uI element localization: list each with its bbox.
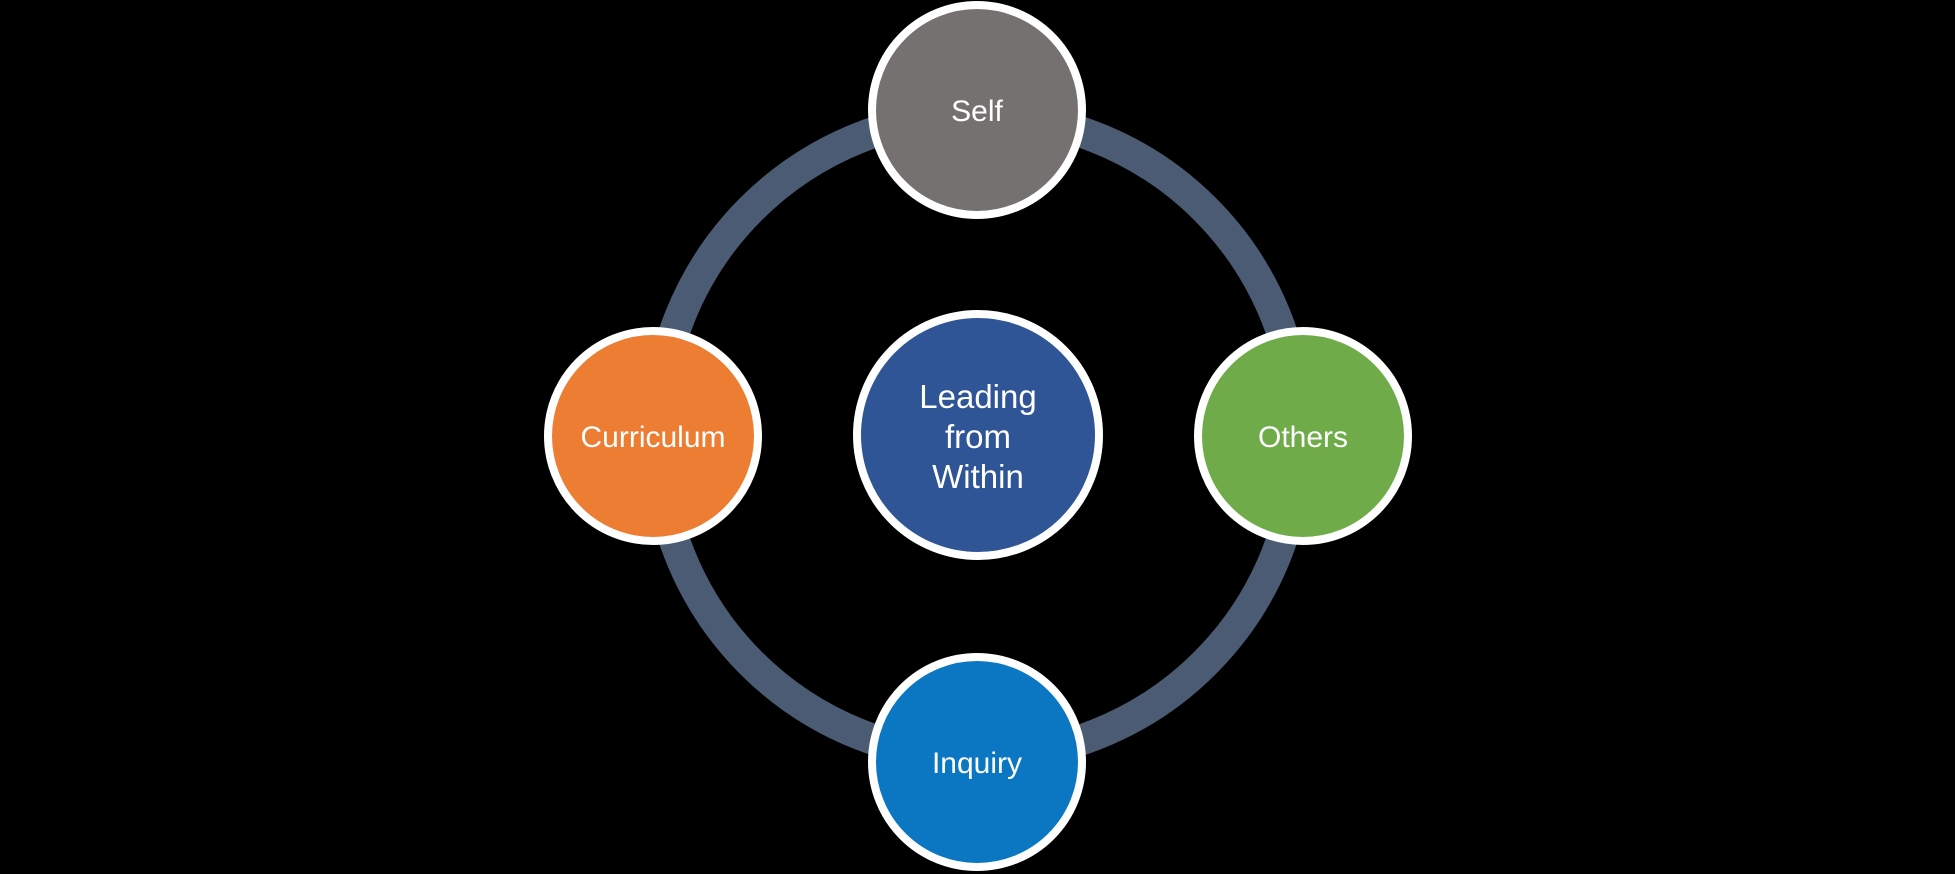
node-curriculum: Curriculum bbox=[544, 327, 762, 545]
node-inquiry: Inquiry bbox=[868, 653, 1086, 871]
hub-label-line-2: from bbox=[945, 418, 1011, 455]
node-curriculum-circle bbox=[544, 327, 762, 545]
node-others-circle bbox=[1194, 327, 1412, 545]
hub-label-line-1: Leading bbox=[919, 378, 1036, 415]
node-inquiry-circle bbox=[868, 653, 1086, 871]
node-inquiry-label: Inquiry bbox=[932, 747, 1022, 780]
node-self-label: Self bbox=[951, 95, 1003, 128]
node-self: Self bbox=[868, 1, 1086, 219]
hub-label-line-3: Within bbox=[932, 458, 1024, 495]
node-self-circle bbox=[868, 1, 1086, 219]
hub-circle bbox=[853, 310, 1103, 560]
hub-node: Leading from Within bbox=[853, 310, 1103, 560]
node-others-label: Others bbox=[1258, 421, 1348, 454]
node-curriculum-label: Curriculum bbox=[580, 421, 725, 454]
node-others: Others bbox=[1194, 327, 1412, 545]
